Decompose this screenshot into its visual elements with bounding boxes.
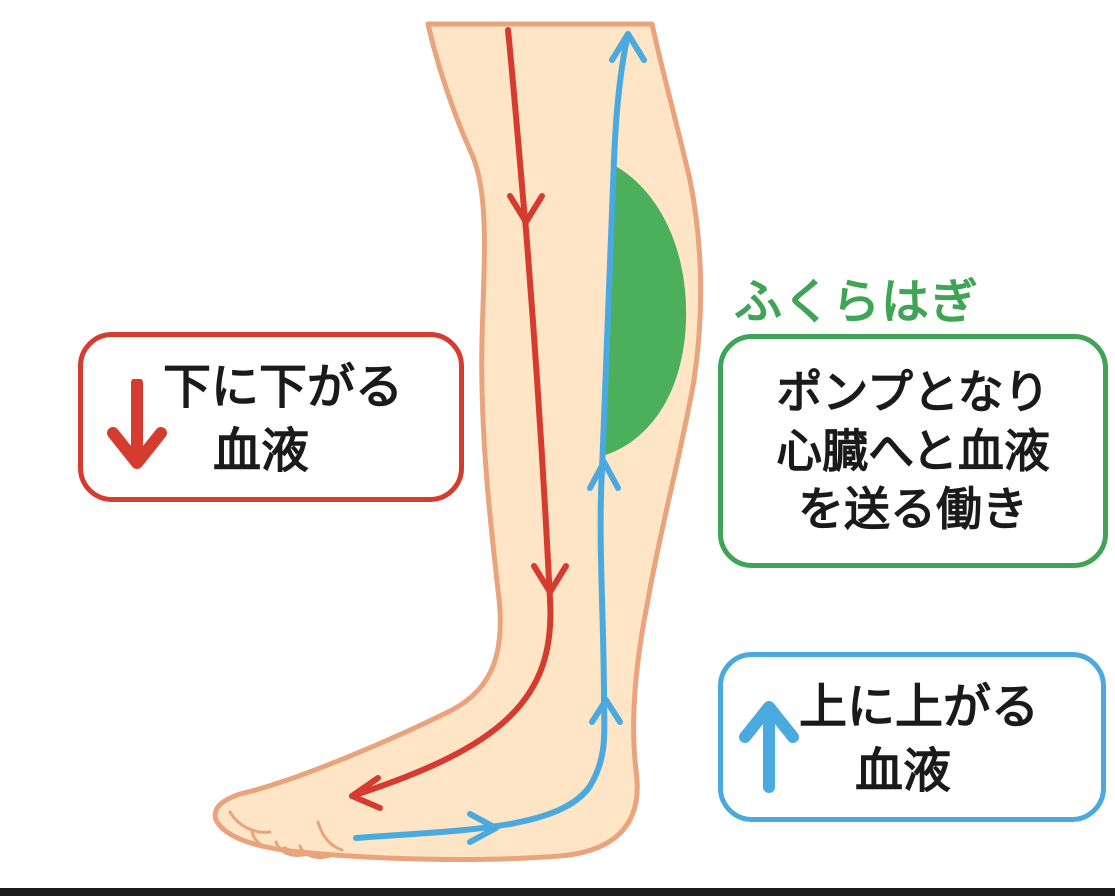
upward-blood-line-2: 血液 (855, 743, 952, 799)
downward-blood-callout: 下に下がる 血液 (78, 332, 464, 502)
calf-pump-line-2: 心臓へと血液 (776, 423, 1050, 478)
calf-label: ふくらはぎ (734, 274, 980, 330)
calf-pump-line-3: を送る働き (798, 482, 1028, 537)
downward-blood-line-1: 下に下がる (163, 359, 404, 415)
leg-shape (212, 21, 704, 862)
toes (228, 810, 344, 860)
calf-pump-line-1: ポンプとなり (776, 365, 1050, 420)
downward-blood-line-2: 血液 (213, 423, 310, 479)
upward-vein-path (353, 31, 647, 845)
upward-blood-callout: 上に上がる 血液 (718, 652, 1106, 822)
down-arrow-icon (107, 379, 167, 469)
upward-blood-line-1: 上に上がる (799, 679, 1040, 735)
up-arrow-icon (739, 701, 799, 793)
downward-vein-path (349, 27, 569, 811)
calf-muscle-shape (602, 164, 687, 456)
calf-pump-callout: ポンプとなり 心臓へと血液 を送る働き (718, 334, 1108, 568)
